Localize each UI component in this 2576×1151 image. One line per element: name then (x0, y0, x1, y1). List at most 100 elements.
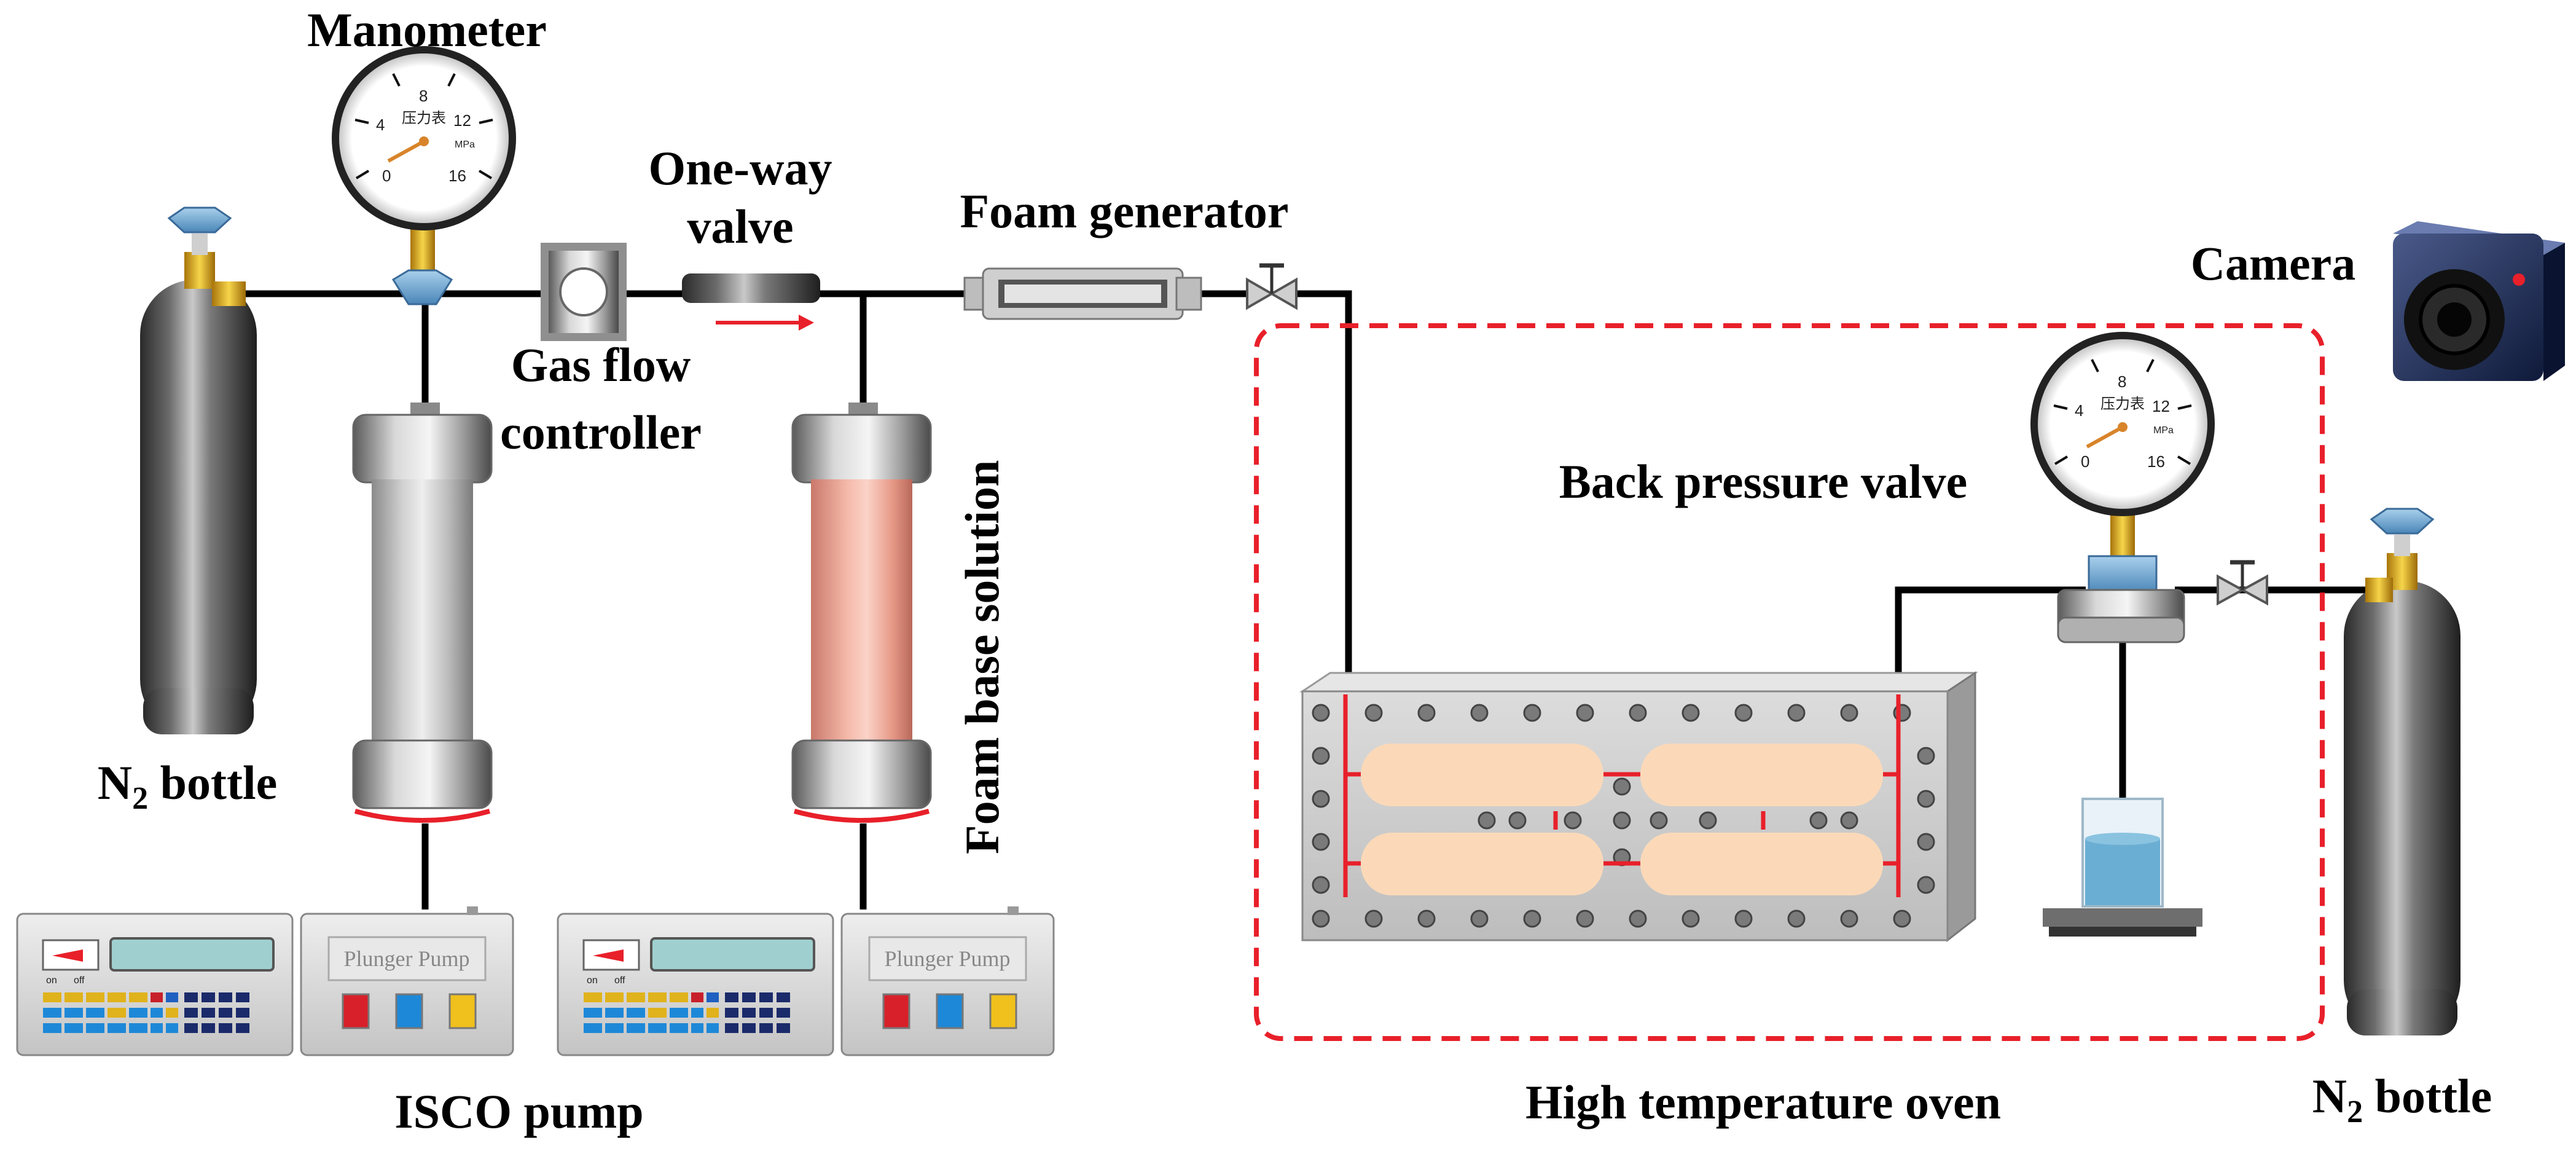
chip-bolt (1917, 790, 1935, 808)
back-pressure-gauge: 0 4 8 12 16 压力表 MPa (2030, 332, 2215, 516)
chip-bolt (1917, 833, 1935, 851)
one-way-valve-label-line2: valve (687, 200, 793, 253)
chip-bolt (1312, 909, 1330, 928)
chip-bolt (1809, 811, 1828, 830)
chip-bolt (1417, 704, 1436, 722)
svg-text:8: 8 (2118, 372, 2126, 391)
oven-boundary (1254, 323, 2325, 1041)
isco-keypad-right (584, 992, 790, 1033)
chip-bolt (1478, 811, 1496, 830)
one-way-valve-label-line1: One-way (649, 141, 832, 195)
chip-bolt (1364, 704, 1383, 722)
svg-text:off: off (614, 975, 625, 986)
back-pressure-valve (2057, 510, 2185, 643)
chip-bolt (1508, 811, 1527, 830)
gauge-tick-8: 8 (419, 87, 428, 105)
gas-flow-label-line1: Gas flow (511, 338, 691, 391)
outlet-line-to-bpv (1895, 586, 2086, 691)
gauge-tick-12: 12 (453, 111, 471, 130)
n2-bottle-right (2344, 508, 2461, 1035)
chip-bolt (1312, 790, 1330, 808)
chip-bolt (1312, 704, 1330, 722)
manometer-gauge: 0 4 8 12 16 压力表 MPa (332, 46, 516, 305)
chip-bolt (1523, 909, 1541, 928)
gauge-tick-0: 0 (382, 167, 391, 185)
high-temperature-oven-label: High temperature oven (1525, 1075, 2001, 1129)
isco-pump-right: on off Plunger Pump (557, 906, 1055, 1056)
isco-controller-right (557, 913, 834, 1056)
chip-bolt (1917, 747, 1935, 765)
chip-bolt (1840, 704, 1858, 722)
isco-keypad-left (43, 992, 249, 1033)
chip-bolt (1312, 747, 1330, 765)
micromodel-channel-3 (1361, 833, 1603, 895)
chip-bolt (1840, 909, 1858, 928)
chip-bolt (1650, 811, 1668, 830)
svg-text:on: on (587, 975, 598, 986)
gauge-face-text: 压力表 (402, 110, 446, 127)
svg-text:16: 16 (2147, 452, 2165, 471)
collection-beaker (2081, 798, 2164, 908)
micromodel-channel-2 (1640, 744, 1883, 806)
foam-generator (963, 267, 1202, 320)
micromodel-chip (1299, 671, 1978, 943)
camera-label: Camera (2191, 237, 2356, 290)
chip-bolt (1576, 704, 1594, 722)
one-way-valve (682, 273, 820, 331)
isco-controller-left (16, 913, 294, 1056)
isco-pump-left: on off Plunger Pump (16, 906, 514, 1056)
svg-text:12: 12 (2152, 397, 2170, 415)
chip-bolt (1734, 704, 1753, 722)
isco-display-right (650, 937, 815, 972)
chip-bolt (1681, 704, 1700, 722)
pump-button-blue (395, 993, 423, 1029)
balance-scale (2043, 908, 2202, 937)
micromodel-channel-1 (1361, 744, 1603, 806)
chip-bolt (1613, 777, 1631, 796)
chip-bolt (1364, 909, 1383, 928)
valve-knob-icon (167, 206, 232, 234)
needle-valve-inlet (1246, 263, 1298, 310)
chip-bolt (1917, 876, 1935, 894)
chip-bolt (1312, 876, 1330, 894)
plunger-pump-left (300, 913, 514, 1056)
chip-bolt (1893, 909, 1911, 928)
back-pressure-valve-label: Back pressure valve (1559, 455, 1967, 508)
flow-arrow-head-icon (799, 315, 814, 331)
gauge-needle (387, 139, 425, 163)
chip-bolt (1613, 811, 1631, 830)
foam-generator-label: Foam generator (960, 184, 1289, 238)
plunger-pump-right (840, 913, 1055, 1056)
pump-button-red (342, 993, 370, 1029)
isco-display-left (109, 937, 275, 972)
micromodel-channel-4 (1640, 833, 1883, 895)
piston-cylinder-foam-solution (791, 403, 932, 823)
chip-bolt (1629, 909, 1647, 928)
chip-bolt (1629, 704, 1647, 722)
chip-bolt (1787, 704, 1806, 722)
svg-text:压力表: 压力表 (2100, 396, 2145, 412)
piston-cylinder-left (352, 403, 493, 823)
isco-pump-label: ISCO pump (394, 1085, 643, 1138)
n2-bottle-right-label: N2 bottle (2312, 1069, 2492, 1129)
n2-bottle-left (140, 206, 257, 734)
inlet-line-to-oven (1296, 290, 1352, 691)
svg-text:on: on (46, 975, 57, 986)
chip-bolt (1681, 909, 1700, 928)
chip-bolt (1840, 811, 1858, 830)
chip-bolt (1734, 909, 1753, 928)
pump-button-yellow (448, 993, 477, 1029)
gauge-tick-4: 4 (376, 116, 385, 134)
gas-flow-label-line2: controller (500, 406, 702, 459)
svg-text:4: 4 (2075, 401, 2083, 420)
svg-text:MPa: MPa (2153, 425, 2174, 436)
manometer-label: Manometer (307, 3, 547, 57)
chip-bolt (1523, 704, 1541, 722)
svg-text:0: 0 (2081, 452, 2089, 471)
chip-bolt (1787, 909, 1806, 928)
chip-bolt (1312, 833, 1330, 851)
foam-base-solution-label: Foam base solution (955, 460, 1009, 854)
n2-bottle-left-label: N2 bottle (98, 756, 277, 816)
gas-flow-controller (541, 243, 627, 341)
